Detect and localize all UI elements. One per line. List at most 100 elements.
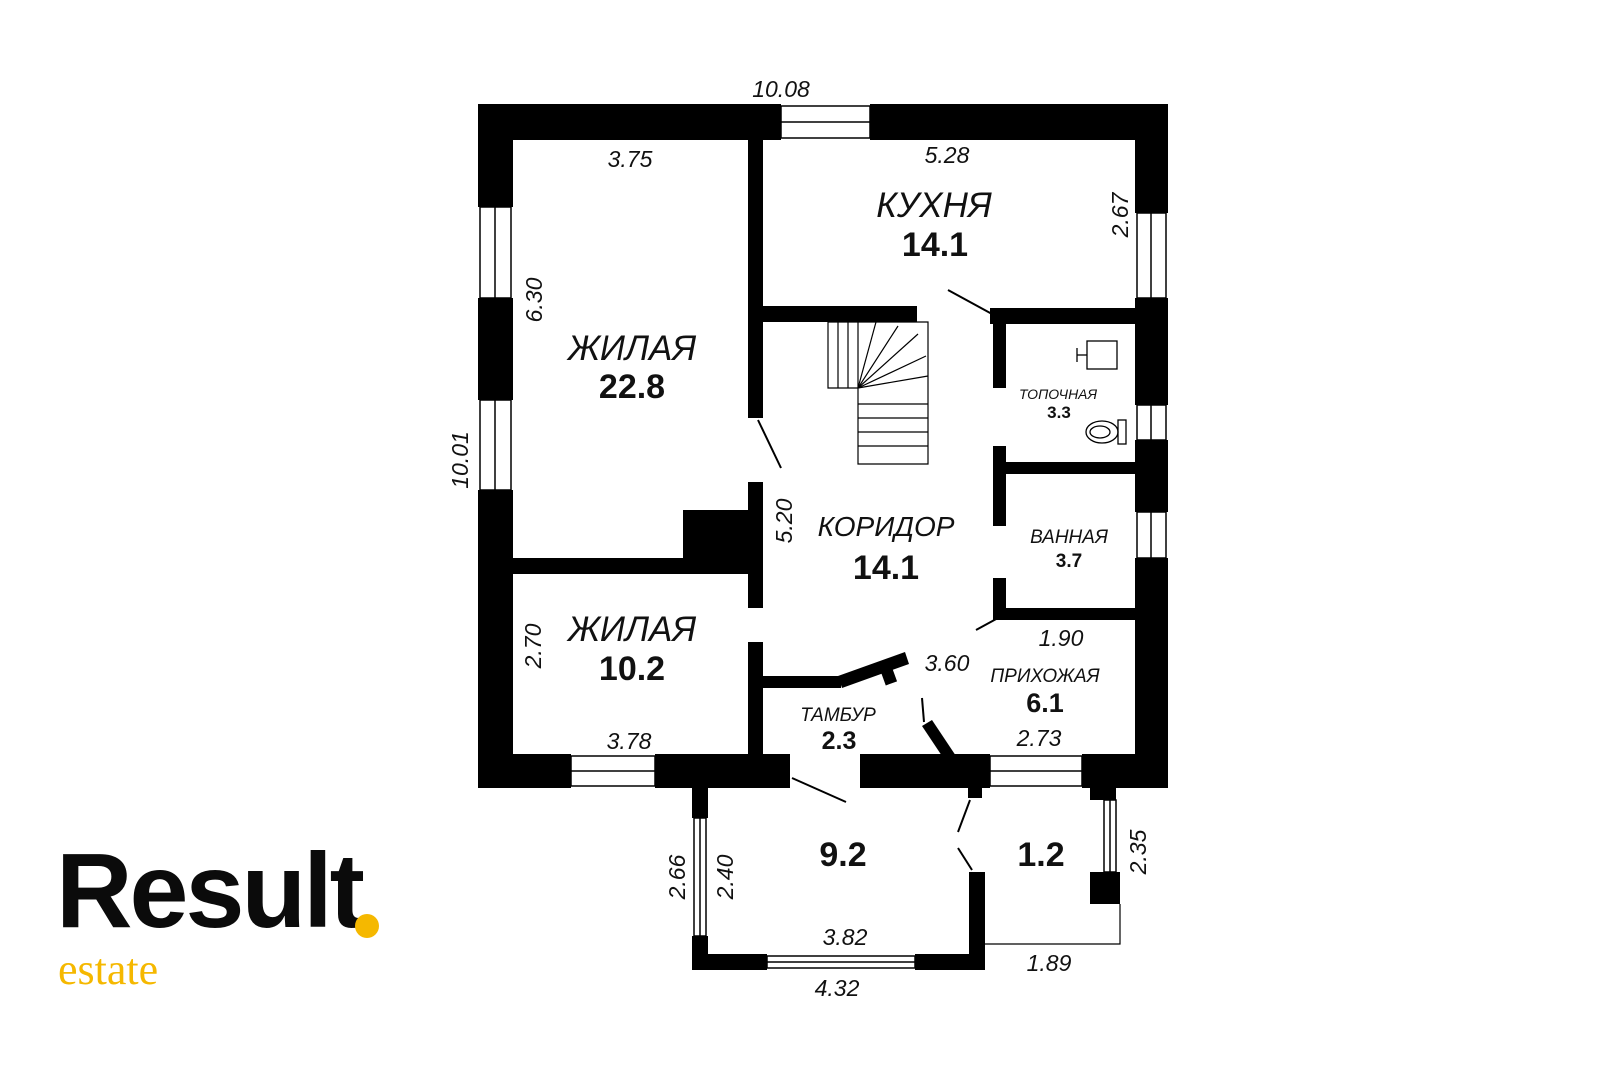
- veranda-bottom-left: [692, 954, 767, 970]
- wall-vestibule-top: [763, 676, 841, 688]
- windows: [479, 105, 1167, 787]
- dim-hall-diag: 3.60: [925, 650, 970, 676]
- room-labels: КУХНЯ 14.1 ЖИЛАЯ 22.8 ТОПОЧНАЯ 3.3 КОРИД…: [566, 186, 1108, 874]
- chimney: [683, 510, 748, 558]
- room-name-hall: ПРИХОЖАЯ: [990, 666, 1099, 687]
- wall-living-kitchen: [748, 138, 763, 418]
- wall-left-2: [478, 298, 513, 400]
- window-bottom-2: [989, 755, 1083, 787]
- door-porch-1: [957, 799, 971, 833]
- dim-veranda-inner-side: 2.40: [712, 854, 738, 900]
- window-bottom-1: [570, 755, 656, 787]
- wall-vestibule-left: [748, 642, 763, 756]
- wall-kitchen-bottom-right: [990, 308, 1136, 324]
- interior-walls: [512, 138, 1136, 762]
- door-living: [757, 419, 782, 469]
- room-name-boiler: ТОПОЧНАЯ: [1019, 386, 1098, 402]
- wall-bottom-3: [860, 754, 990, 788]
- window-right-2: [1136, 404, 1167, 441]
- wall-right-2: [1135, 298, 1168, 405]
- window-top: [780, 105, 871, 139]
- logo-subtitle: estate: [58, 945, 159, 994]
- dim-veranda-outer-bottom: 4.32: [815, 975, 860, 1001]
- wall-boiler-left: [993, 322, 1006, 388]
- wall-boiler-bath: [993, 462, 1136, 474]
- dim-living-small-bottom: 3.78: [607, 728, 652, 754]
- room-area-corridor: 14.1: [853, 549, 919, 587]
- veranda-bottom-right: [915, 954, 985, 970]
- door-vestibule: [921, 697, 925, 723]
- doors: [757, 289, 999, 871]
- porch-post-top: [968, 786, 982, 798]
- dim-left-overall: 10.01: [447, 431, 473, 489]
- wall-right-4: [1135, 558, 1168, 788]
- window-veranda-bottom: [766, 955, 916, 969]
- porch-post-right-bottom: [1090, 872, 1120, 904]
- wall-bath-bottom: [993, 608, 1136, 620]
- staircase-icon: [827, 321, 929, 465]
- wall-bottom-2: [655, 754, 790, 788]
- room-name-bath: ВАННАЯ: [1030, 527, 1108, 548]
- window-porch-right: [1103, 799, 1117, 873]
- veranda-windows: [693, 799, 1117, 969]
- veranda: [692, 786, 1120, 970]
- wall-bottom-4: [1082, 754, 1168, 788]
- room-area-vestibule: 2.3: [822, 727, 857, 755]
- dimension-labels: 10.08 3.75 5.28 2.67 6.30 10.01 5.20 2.7…: [447, 76, 1151, 1001]
- door-hall: [975, 617, 999, 631]
- room-area-hall: 6.1: [1026, 688, 1064, 718]
- wall-left-1: [478, 104, 513, 207]
- door-porch-2: [957, 847, 973, 871]
- dim-porch-side: 2.35: [1125, 829, 1151, 875]
- room-area-porch: 1.2: [1017, 836, 1064, 874]
- window-right-1: [1136, 212, 1167, 299]
- dim-veranda-outer-side: 2.66: [664, 854, 690, 900]
- room-area-bath: 3.7: [1056, 551, 1082, 572]
- logo-dot-icon: [355, 914, 379, 938]
- window-right-3: [1136, 511, 1167, 559]
- window-left-2: [479, 399, 512, 491]
- room-name-vestibule: ТАМБУР: [800, 705, 876, 726]
- porch-outline: [985, 904, 1121, 945]
- room-name-living-big: ЖИЛАЯ: [566, 329, 696, 368]
- door-kitchen: [947, 289, 993, 315]
- dim-bath-bottom: 1.90: [1039, 625, 1084, 651]
- room-name-corridor: КОРИДОР: [818, 511, 955, 542]
- room-area-living-small: 10.2: [599, 650, 665, 688]
- dim-veranda-inner-bottom: 3.82: [823, 924, 868, 950]
- outer-walls: [478, 104, 1168, 788]
- wall-bath-left-1: [993, 446, 1006, 526]
- dim-living-big-top: 3.75: [608, 146, 653, 172]
- porch-railing: [985, 904, 1121, 945]
- wall-bottom-1: [478, 754, 571, 788]
- dim-living-big-side: 6.30: [521, 277, 547, 322]
- door-jamb: [878, 662, 898, 686]
- wall-bath-left-2: [993, 578, 1006, 612]
- toilet-icon: [1085, 419, 1127, 445]
- room-name-living-small: ЖИЛАЯ: [566, 610, 696, 649]
- wall-left-3: [478, 490, 513, 788]
- wall-hall-diag: [922, 720, 956, 762]
- room-name-kitchen: КУХНЯ: [876, 186, 992, 225]
- dim-kitchen-side: 2.67: [1107, 191, 1133, 238]
- wall-top-right: [870, 104, 1168, 140]
- room-area-kitchen: 14.1: [902, 226, 968, 264]
- wall-right-3: [1135, 440, 1168, 512]
- logo-wordmark: Result: [56, 832, 365, 950]
- wall-top-left: [478, 104, 781, 140]
- wall-living-split: [512, 558, 752, 574]
- wall-right-1: [1135, 104, 1168, 213]
- window-veranda-left: [693, 817, 707, 937]
- wall-living-corridor: [748, 482, 763, 608]
- room-area-boiler: 3.3: [1047, 403, 1071, 422]
- dim-hall-bottom: 2.73: [1016, 725, 1062, 751]
- wall-kitchen-bottom: [763, 306, 917, 322]
- dim-corridor-side: 5.20: [771, 498, 797, 543]
- dim-living-small-side: 2.70: [520, 623, 546, 669]
- room-area-veranda: 9.2: [819, 836, 866, 874]
- porch-post-right-top: [1090, 786, 1116, 800]
- door-entry: [791, 777, 847, 803]
- dim-top-overall: 10.08: [752, 76, 810, 102]
- veranda-left-top: [692, 788, 708, 818]
